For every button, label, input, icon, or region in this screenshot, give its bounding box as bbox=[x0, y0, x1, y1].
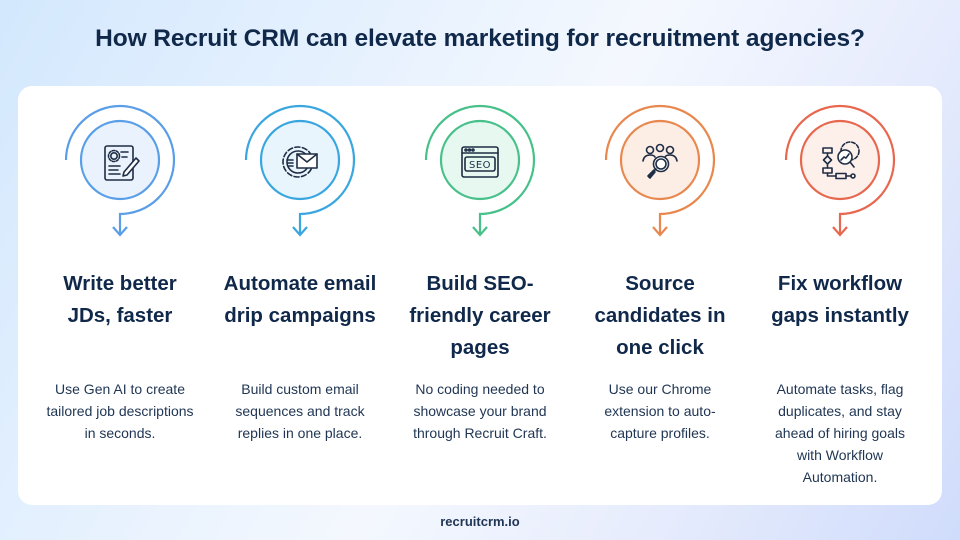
feature-write-jds: Write better JDs, faster Use Gen AI to c… bbox=[28, 86, 212, 505]
page-title: How Recruit CRM can elevate marketing fo… bbox=[95, 25, 865, 52]
feature-description: No coding needed to showcase your brand … bbox=[413, 381, 547, 441]
feature-workflow-gaps: Fix workflow gaps instantly Automate tas… bbox=[748, 86, 932, 505]
people-search-icon bbox=[630, 132, 690, 192]
circular-arrow-icon bbox=[64, 104, 176, 237]
seo-browser-icon: SEO bbox=[450, 132, 510, 192]
feature-seo-pages: SEO Build SEO-friendly career pages No c… bbox=[388, 86, 572, 505]
feature-heading: Source candidates in one click bbox=[594, 272, 726, 359]
circular-arrow-icon bbox=[424, 104, 536, 237]
feature-heading: Fix workflow gaps instantly bbox=[771, 272, 909, 327]
feature-description: Use our Chrome extension to auto-capture… bbox=[604, 381, 716, 441]
workflow-analysis-icon bbox=[810, 132, 870, 192]
feature-source-candidates: Source candidates in one click Use our C… bbox=[568, 86, 752, 505]
features-card: Write better JDs, faster Use Gen AI to c… bbox=[18, 86, 942, 505]
feature-description: Use Gen AI to create tailored job descri… bbox=[46, 381, 194, 441]
svg-text:SEO: SEO bbox=[469, 160, 491, 171]
feature-email-drip: Automate email drip campaigns Build cust… bbox=[208, 86, 392, 505]
gear-email-icon bbox=[270, 132, 330, 192]
feature-heading: Build SEO-friendly career pages bbox=[409, 272, 551, 359]
feature-description: Automate tasks, flag duplicates, and sta… bbox=[775, 381, 905, 485]
footer-domain: recruitcrm.io bbox=[440, 514, 520, 529]
feature-heading: Automate email drip campaigns bbox=[223, 272, 377, 327]
feature-description: Build custom email sequences and track r… bbox=[235, 381, 365, 441]
document-gear-pencil-icon bbox=[90, 132, 150, 192]
feature-heading: Write better JDs, faster bbox=[63, 272, 177, 327]
